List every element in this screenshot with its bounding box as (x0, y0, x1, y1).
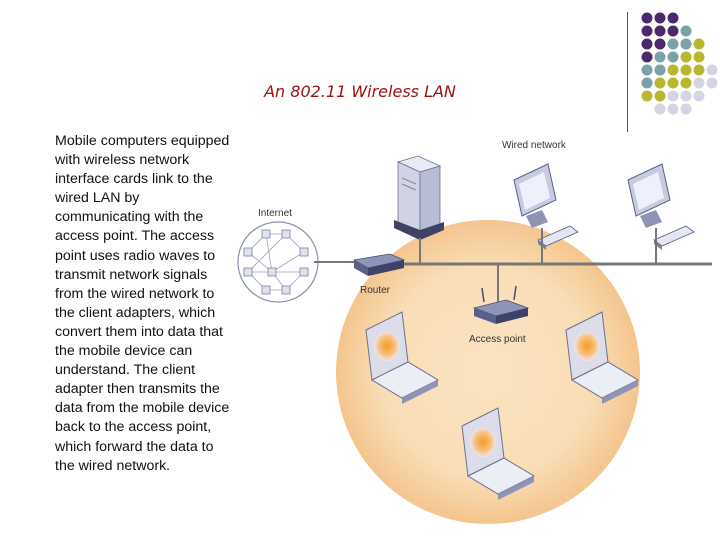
internet-cloud-icon (237, 221, 319, 303)
laptop-computer-icon (565, 311, 640, 404)
decorative-dot-grid (641, 12, 718, 115)
access-point-icon (472, 285, 530, 324)
access-point-label: Access point (469, 334, 526, 345)
router-icon (352, 253, 406, 276)
laptop-computer-icon (461, 407, 536, 500)
decorative-divider-line (627, 12, 628, 132)
wired-network-label: Wired network (502, 140, 567, 151)
wireless-lan-diagram: Wired network Internet Router Access poi… (237, 140, 712, 524)
desktop-computer-icon (627, 163, 695, 250)
slide-body-text: Mobile computers equipped with wireless … (55, 133, 230, 474)
server-icon (394, 155, 444, 240)
slide-title: An 802.11 Wireless LAN (264, 82, 456, 101)
laptop-computer-icon (365, 311, 440, 404)
internet-label: Internet (258, 208, 292, 219)
desktop-computer-icon (513, 163, 579, 250)
router-label: Router (360, 285, 391, 296)
wireless-coverage-area (336, 220, 640, 524)
